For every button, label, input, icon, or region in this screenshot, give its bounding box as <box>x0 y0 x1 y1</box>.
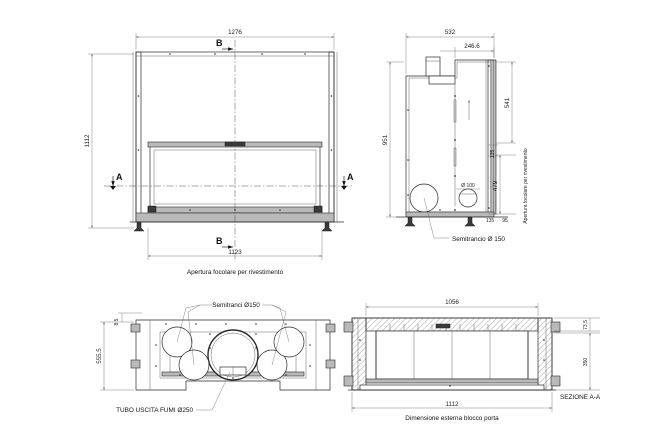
note-semitrancio-150: Semitrancio Ø 150 <box>452 236 505 243</box>
sec-bottom-rail-a <box>365 378 539 384</box>
dim-front-width-top: 1276 <box>135 29 335 50</box>
sec-rivets <box>359 339 545 387</box>
dim-sec-h-350: 350 <box>554 332 600 391</box>
dim-label-5555: 555.5 <box>96 348 103 364</box>
sec-right-jamb <box>537 317 553 391</box>
dim-label-532: 532 <box>445 29 456 36</box>
side-rib-slot-upper <box>453 99 457 123</box>
dim-label-1112: 1112 <box>84 134 91 147</box>
label-dia-100: Ø 100 <box>461 183 475 189</box>
section-label-a-right: A <box>347 172 354 182</box>
dim-side-small-upper: 135 <box>488 144 498 159</box>
note-tubo-uscita-fumi: TUBO USCITA FUMI Ø250 <box>116 407 193 414</box>
sec-left-jamb <box>351 317 367 391</box>
dim-label-135-upper: 135 <box>490 150 496 159</box>
sec-flange-tl <box>343 321 354 333</box>
section-label-b-top: B <box>216 38 223 48</box>
front-foot-right <box>321 221 333 232</box>
dim-label-95-bottom: 95 <box>502 218 508 224</box>
dim-side-height-479: 479 <box>492 154 516 215</box>
dim-label-1276: 1276 <box>228 29 242 36</box>
front-foot-left <box>133 221 145 232</box>
dim-label-735: 73.5 <box>583 320 589 330</box>
plan-bracket-tr <box>325 323 336 333</box>
side-hole-100 <box>458 188 478 208</box>
side-rivets <box>407 65 490 211</box>
leader-dia-100: Ø 100 <box>456 183 480 190</box>
section-label-a-left: A <box>116 172 123 182</box>
dim-sec-width-1112: 1112 <box>351 392 553 412</box>
side-foot-right <box>464 216 476 227</box>
section-label-b-bottom: B <box>216 236 223 246</box>
front-rivets <box>137 53 333 211</box>
dim-label-1112-sec: 1112 <box>446 401 459 408</box>
leader-semitrancio-side: Semitrancio Ø 150 <box>423 197 505 243</box>
sec-top-teeth <box>389 323 517 331</box>
front-bracket-left <box>147 205 157 213</box>
dim-sec-h-735: 73.5 <box>554 317 600 332</box>
note-semitranci-150: Semitranci Ø150 <box>212 302 260 309</box>
leader-semitranci-plan: Semitranci Ø150 <box>176 302 290 366</box>
dim-label-350: 350 <box>583 358 589 367</box>
plan-rivets <box>155 323 311 379</box>
dim-side-height-951: 951 <box>382 61 404 218</box>
dim-sec-width-1056: 1056 <box>365 299 539 316</box>
dim-side-width-2466: 246.6 <box>440 43 495 58</box>
dim-side-height-541: 541 <box>496 61 516 144</box>
dim-plan-small-85: 8.5 <box>114 312 142 325</box>
section-mark-b-bottom: B <box>216 236 233 249</box>
leader-tubo-fumi: TUBO USCITA FUMI Ø250 <box>116 371 231 414</box>
sec-bottom-rail-b <box>359 384 545 391</box>
note-apertura-focolare-front: Apertura focolare per rivestimento <box>187 269 284 276</box>
dim-label-1123: 1123 <box>228 249 242 256</box>
front-view: B B A A 1276 111 <box>84 29 354 276</box>
side-rib-slot-lower <box>453 147 457 167</box>
dim-front-width-bottom: 1123 <box>147 228 323 260</box>
sec-flange-bl <box>343 375 354 387</box>
plan-bracket-bl <box>130 359 141 369</box>
plan-view: Semitranci Ø150 TUBO USCITA FUMI Ø250 55… <box>96 302 336 414</box>
section-mark-a-left: A <box>110 172 123 190</box>
sec-top-lintel <box>365 317 539 332</box>
plan-bracket-tl <box>130 323 141 333</box>
dim-label-2466: 246.6 <box>464 43 480 50</box>
front-bracket-right <box>313 205 323 213</box>
dim-side-small-bottom: 135 95 <box>486 213 508 224</box>
plan-inner-outline <box>159 331 307 379</box>
side-section-view: 532 246.6 951 541 479 <box>382 29 529 243</box>
dim-label-479: 479 <box>492 180 499 191</box>
dim-front-height: 1112 <box>84 53 134 229</box>
note-apertura-focolare-side-1: Apertura focolare per rivestimento <box>523 148 529 224</box>
note-dimensione-esterna: Dimensione esterna blocco porta <box>405 415 499 422</box>
side-foot-left <box>404 216 416 227</box>
section-mark-b-top: B <box>216 38 233 51</box>
plan-bracket-br <box>325 359 336 369</box>
dim-label-135-bottom: 135 <box>486 218 495 224</box>
dim-label-951: 951 <box>382 134 389 145</box>
sec-flange-tr <box>550 321 561 333</box>
section-mark-a-right: A <box>341 172 354 190</box>
dim-label-1056: 1056 <box>445 299 459 306</box>
dim-plan-height-5555: 555.5 <box>96 321 134 391</box>
dim-label-541: 541 <box>504 97 511 108</box>
plan-flue-hole-inner <box>210 332 256 378</box>
label-sezione-aa: SEZIONE A-A <box>560 394 601 401</box>
side-base-plate <box>405 211 495 218</box>
side-flue-collar <box>425 56 441 77</box>
side-duct-box <box>428 75 456 85</box>
section-aa-view: 1056 1112 73.5 350 Dimensione esterna bl… <box>343 299 601 422</box>
dim-label-85: 8.5 <box>114 318 120 325</box>
sec-flange-br <box>550 375 561 387</box>
